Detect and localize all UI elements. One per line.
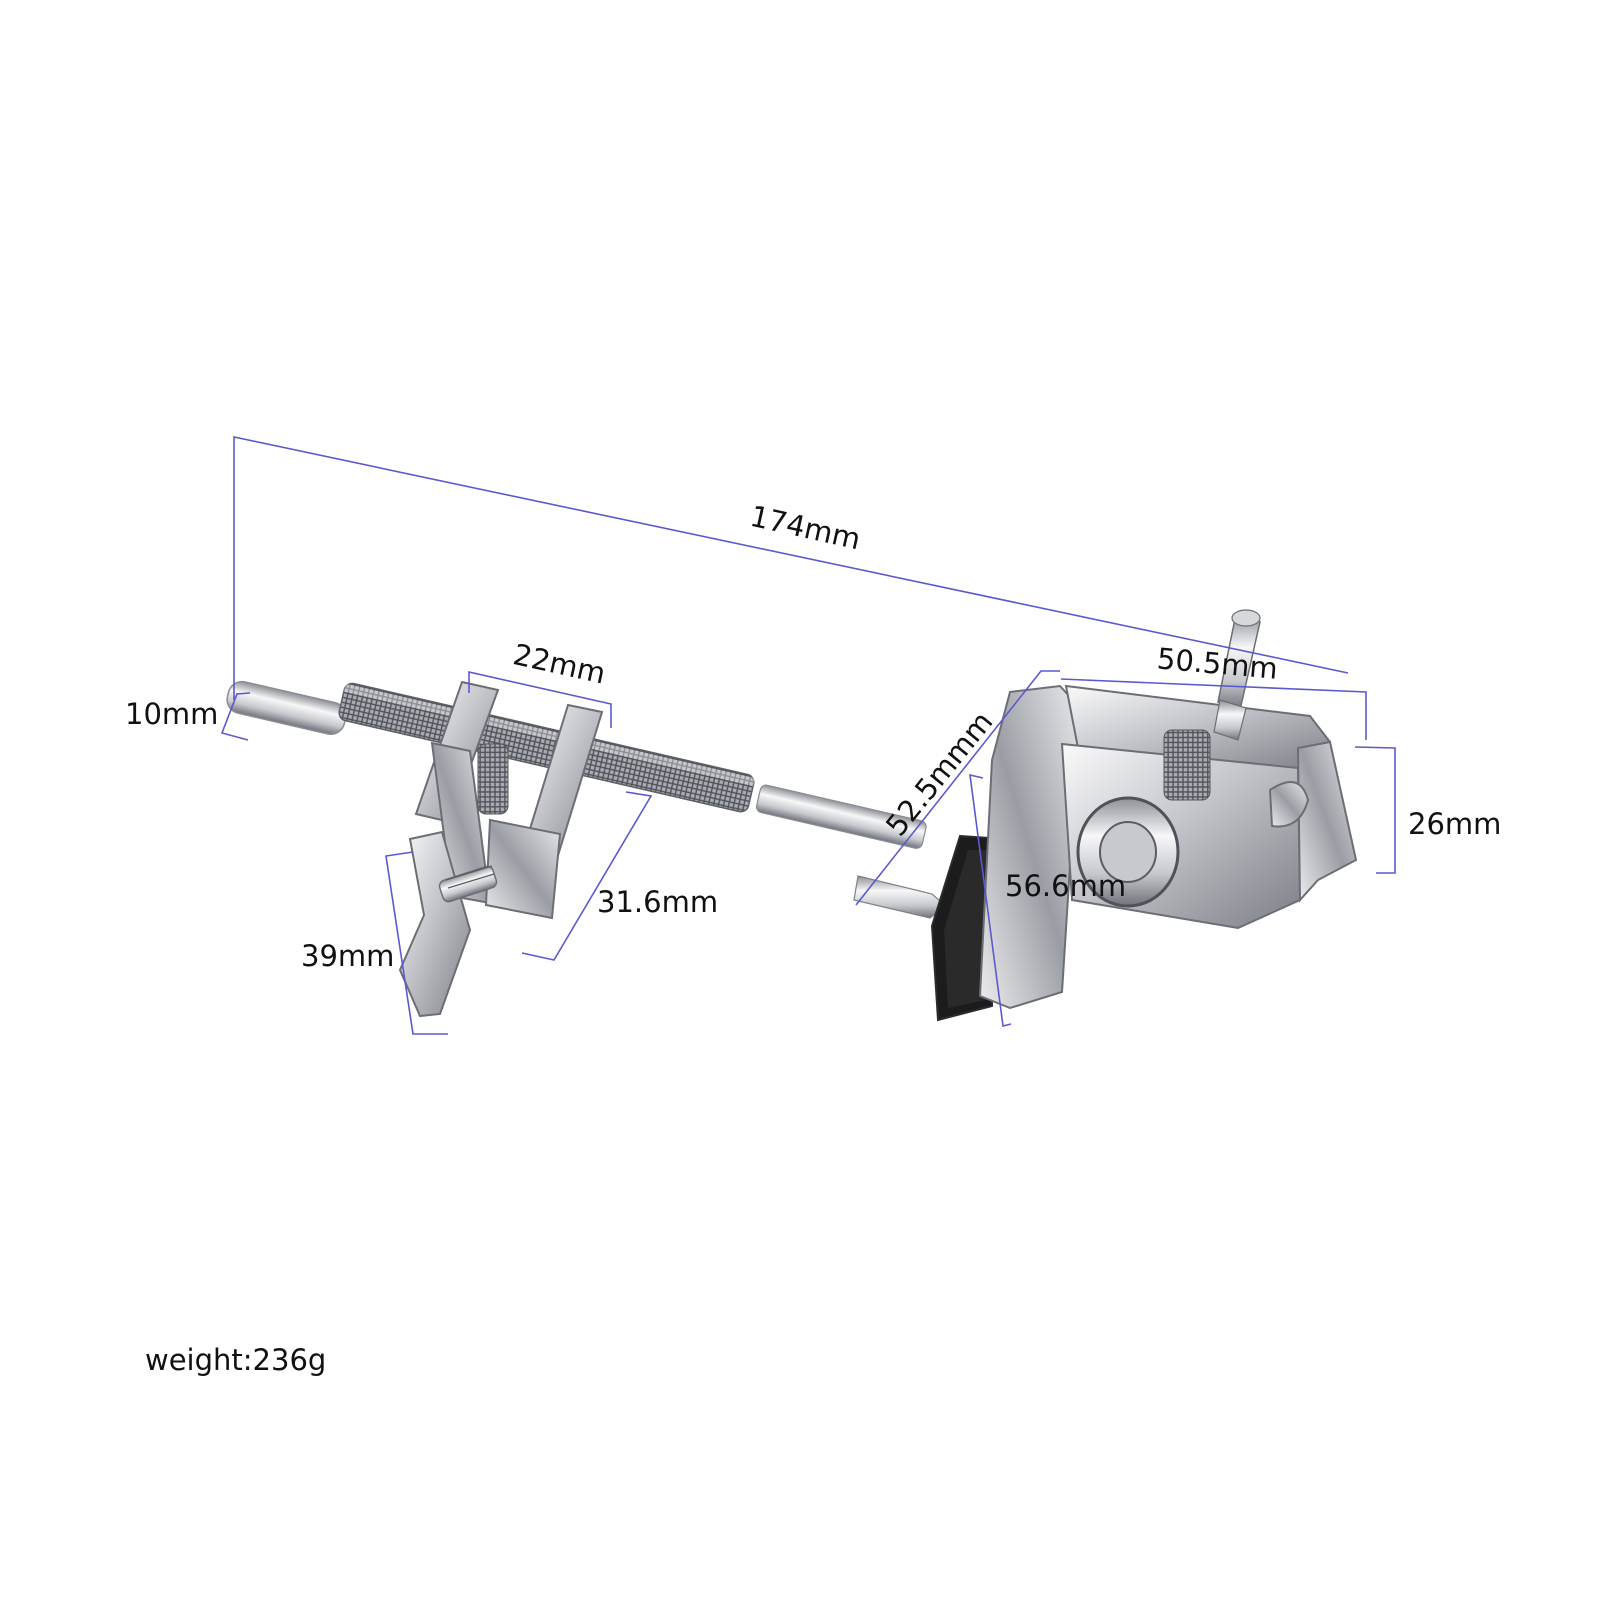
- knurled-rod: [338, 682, 755, 813]
- dim-line-31-6: [521, 791, 653, 961]
- small-clamp: [414, 680, 604, 920]
- dim-line-56-6: [969, 773, 1012, 1027]
- dim-line-22: [468, 670, 612, 728]
- label-56-6mm: 56.6mm: [1005, 869, 1126, 903]
- clamp-illustration: [226, 609, 1358, 1022]
- dimension-lines: [220, 436, 1396, 1035]
- large-clamp: [978, 684, 1358, 1010]
- thread: [1163, 729, 1211, 801]
- rod-shaft: [755, 784, 927, 849]
- dim-line-10: [220, 692, 251, 741]
- label-31-6mm: 31.6mm: [597, 885, 718, 919]
- label-50-5mm: 50.5mm: [1156, 641, 1280, 685]
- label-52-5mmm: 52.5mmm: [879, 705, 999, 842]
- label-22mm: 22mm: [510, 637, 609, 690]
- rubber-pad: [930, 834, 994, 1022]
- label-39mm: 39mm: [301, 939, 394, 973]
- dim-line-52-5: [855, 670, 1060, 906]
- wing-screw-large: [1213, 609, 1261, 741]
- dim-line-26: [1354, 746, 1396, 874]
- weight-label: weight:236g: [145, 1343, 327, 1377]
- dim-line-39: [385, 851, 448, 1035]
- arm: [853, 875, 947, 919]
- wing-screw-small: [398, 830, 498, 1018]
- dim-line-174: [233, 436, 1349, 700]
- rod-end: [226, 680, 347, 735]
- label-10mm: 10mm: [125, 697, 218, 731]
- dim-line-50-5: [1060, 678, 1367, 740]
- label-26mm: 26mm: [1408, 807, 1501, 841]
- label-174mm: 174mm: [747, 499, 864, 556]
